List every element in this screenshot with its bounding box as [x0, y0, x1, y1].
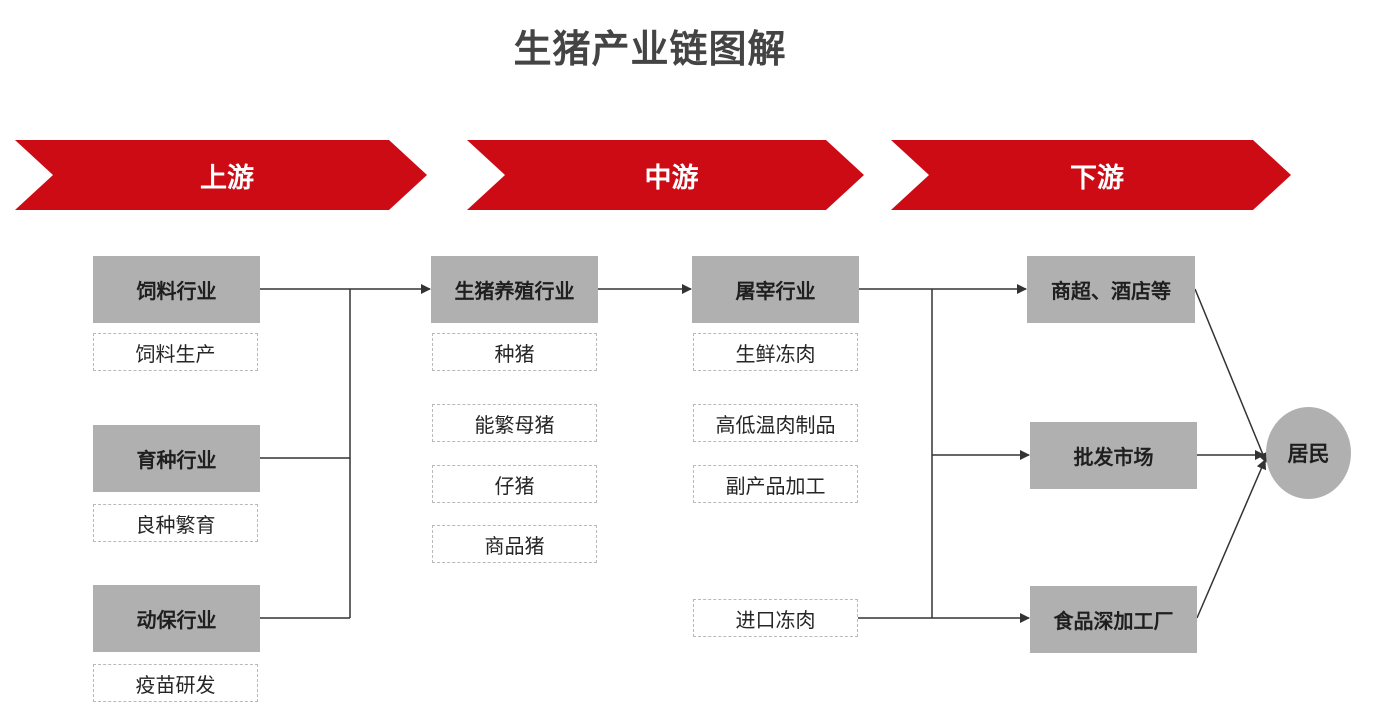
sub-vaccine-rd: 疫苗研发	[93, 664, 258, 702]
stage-midstream: 中游	[467, 140, 864, 210]
sub-commercial-pig: 商品猪	[432, 525, 597, 563]
sub-imported-frozen-meat: 进口冻肉	[693, 599, 858, 637]
arrow-retail-to-residents	[1194, 288, 1268, 463]
arrow-processing-to-residents	[1196, 459, 1267, 619]
node-pig-farming-industry: 生猪养殖行业	[431, 256, 598, 323]
stage-upstream: 上游	[15, 140, 427, 210]
node-wholesale-market: 批发市场	[1030, 422, 1197, 489]
sub-piglet: 仔猪	[432, 465, 597, 503]
node-feed-industry: 饲料行业	[93, 256, 260, 323]
node-slaughter-industry: 屠宰行业	[692, 256, 859, 323]
node-breeding-industry: 育种行业	[93, 425, 260, 492]
stage-downstream-label: 下游	[1070, 162, 1124, 194]
page-title: 生猪产业链图解	[513, 27, 787, 71]
stage-downstream: 下游	[891, 140, 1291, 210]
sub-fresh-frozen-meat: 生鲜冻肉	[693, 333, 858, 371]
stage-midstream-label: 中游	[644, 162, 699, 194]
sub-sow: 能繁母猪	[432, 404, 597, 442]
sub-seed-breeding: 良种繁育	[93, 504, 258, 542]
sub-byproduct-processing: 副产品加工	[693, 465, 858, 503]
sub-feed-production: 饲料生产	[93, 333, 258, 371]
sub-breeding-pig: 种猪	[432, 333, 597, 371]
node-animal-health-industry: 动保行业	[93, 585, 260, 652]
stage-upstream-label: 上游	[200, 162, 254, 194]
node-food-processing-plant: 食品深加工厂	[1030, 586, 1197, 653]
sub-meat-products: 高低温肉制品	[693, 404, 858, 442]
node-residents: 居民	[1266, 407, 1351, 499]
node-retail-hotels: 商超、酒店等	[1027, 256, 1195, 323]
